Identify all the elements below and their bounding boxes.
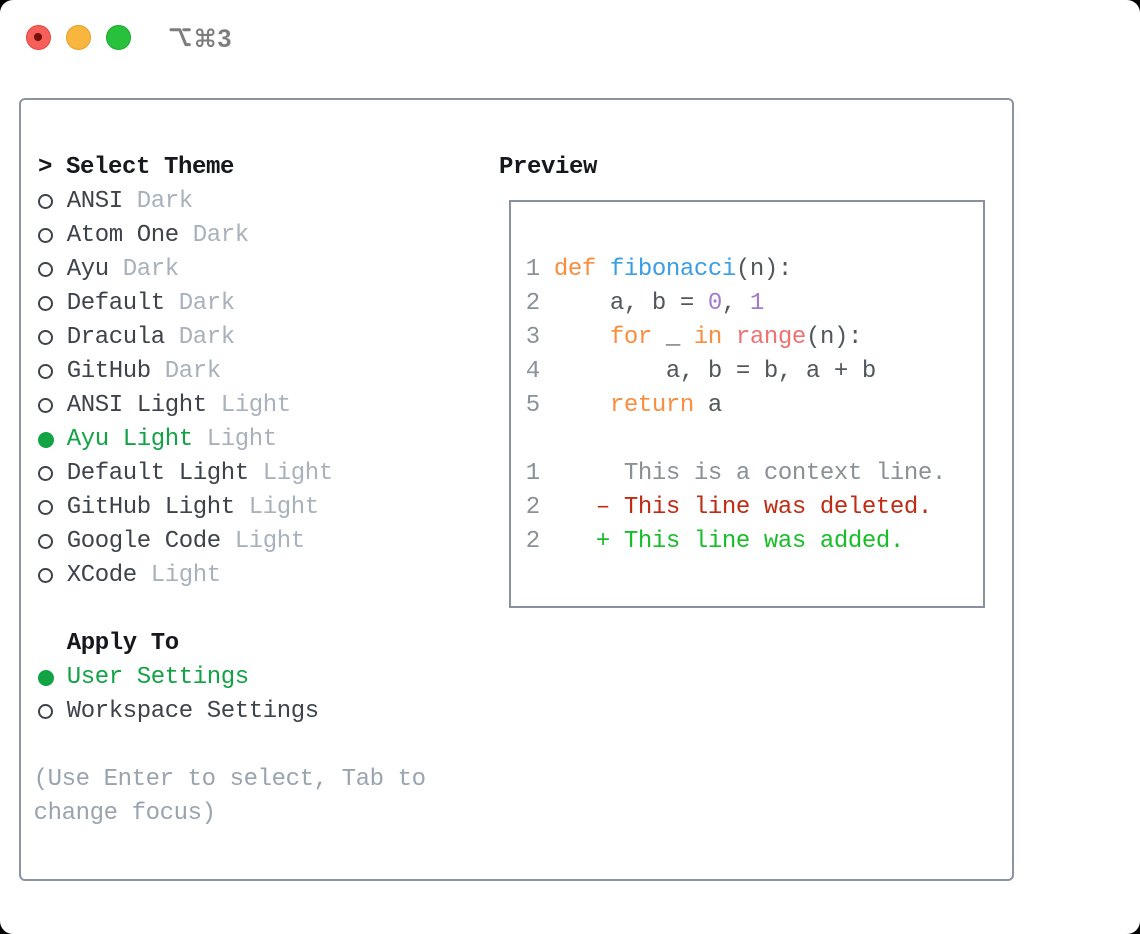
svg-text:3: 3 <box>218 25 232 53</box>
